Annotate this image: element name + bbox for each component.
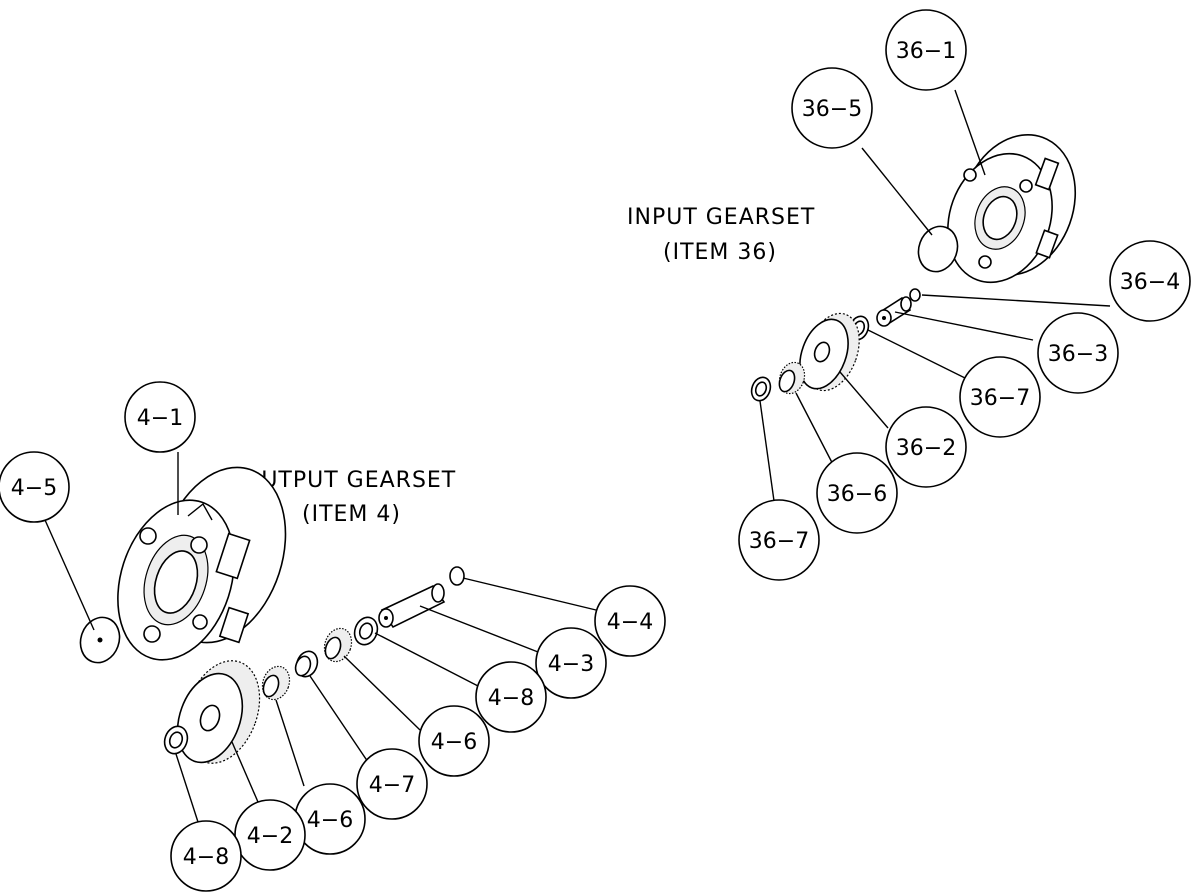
balloon-4-4: 4−4	[594, 585, 666, 657]
output-retaining-ring	[449, 566, 465, 586]
input-gearset-item: (ITEM 36)	[663, 240, 777, 265]
balloon-36-6: 36−6	[816, 452, 898, 534]
input-cap-disc	[917, 225, 959, 273]
balloon-label: 36−7	[749, 529, 809, 554]
balloon-4-3: 4−3	[535, 627, 607, 699]
balloon-36-2: 36−2	[885, 406, 967, 488]
balloon-36-4: 36−4	[1109, 240, 1191, 322]
balloon-label: 4−8	[183, 845, 229, 870]
balloon-label: 4−2	[247, 824, 293, 849]
output-needle-bearing-lower	[261, 665, 291, 701]
input-planet-pin	[876, 296, 912, 327]
balloon-label: 36−4	[1120, 270, 1180, 295]
balloon-label: 36−5	[802, 97, 862, 122]
balloon-4-8-lower: 4−8	[170, 820, 242, 892]
input-retaining-ring	[909, 288, 921, 302]
output-thrust-washer-upper	[353, 616, 379, 646]
balloon-label: 36−3	[1048, 342, 1108, 367]
balloon-label: 4−5	[11, 476, 57, 501]
balloon-36-1: 36−1	[885, 9, 967, 91]
balloon-4-1: 4−1	[124, 381, 196, 453]
output-gearset-title: OUTPUT GEARSET	[243, 468, 456, 493]
balloon-4-8-upper: 4−8	[475, 661, 547, 733]
balloon-label: 36−1	[896, 39, 956, 64]
output-planet-pin	[378, 583, 446, 629]
input-thrust-washer-lower	[750, 376, 772, 402]
output-carrier-housing	[117, 466, 287, 661]
balloon-label: 4−3	[548, 652, 594, 677]
leader-lines	[44, 89, 1111, 823]
balloon-4-7: 4−7	[356, 748, 428, 820]
output-cap-disc	[79, 616, 121, 664]
balloon-label: 4−7	[369, 773, 415, 798]
balloon-36-7-upper: 36−7	[959, 356, 1041, 438]
balloon-4-5: 4−5	[0, 451, 70, 523]
balloon-label: 4−4	[607, 610, 653, 635]
input-carrier-housing	[947, 133, 1077, 284]
balloon-label: 4−1	[137, 406, 183, 431]
output-needle-bearing-upper	[323, 627, 353, 663]
balloon-36-5: 36−5	[791, 67, 873, 149]
output-thrust-washer-lower	[163, 725, 189, 755]
balloon-label: 36−7	[970, 386, 1030, 411]
balloon-36-3: 36−3	[1037, 312, 1119, 394]
balloon-4-6-upper: 4−6	[418, 705, 490, 777]
output-planet-gear	[176, 660, 261, 764]
input-needle-bearing	[778, 361, 806, 395]
balloon-4-6-lower: 4−6	[294, 783, 366, 855]
balloon-36-7-lower: 36−7	[738, 499, 820, 581]
balloon-label: 4−6	[307, 808, 353, 833]
balloon-label: 4−8	[488, 686, 534, 711]
output-gearset-item: (ITEM 4)	[302, 502, 401, 527]
output-spacer	[294, 650, 319, 678]
input-gearset-title: INPUT GEARSET	[627, 205, 815, 230]
balloon-label: 36−2	[896, 436, 956, 461]
balloon-label: 36−6	[827, 482, 887, 507]
balloon-label: 4−6	[431, 730, 477, 755]
balloon-4-2: 4−2	[234, 799, 306, 871]
input-planet-gear	[799, 312, 860, 392]
